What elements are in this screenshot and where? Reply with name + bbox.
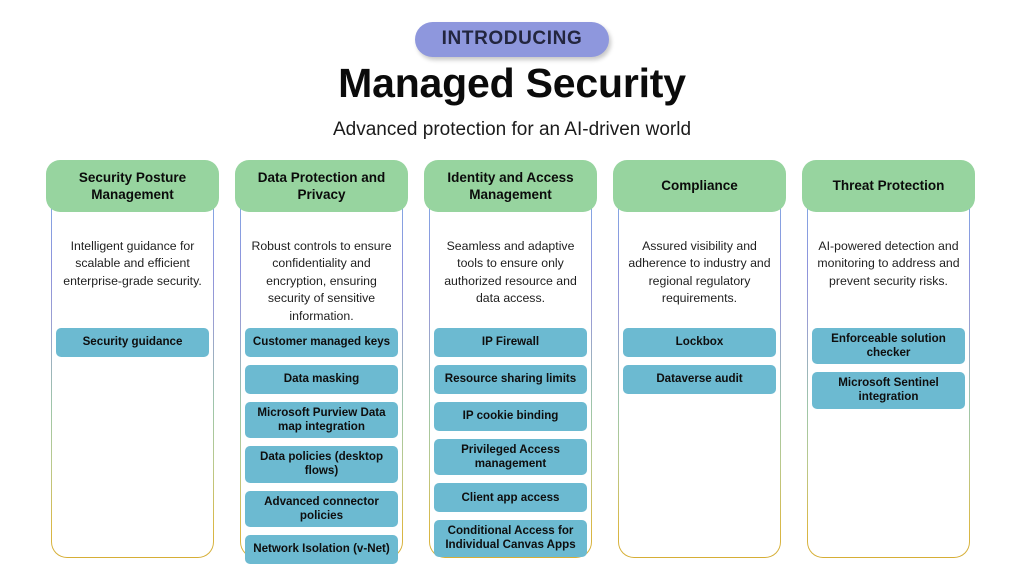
feature-pill[interactable]: Security guidance xyxy=(56,328,209,357)
category-column-threat-protection: Threat Protection AI-powered detection a… xyxy=(802,160,975,558)
card-frame xyxy=(618,164,781,558)
column-header-identity-and-access-management: Identity and Access Management xyxy=(424,160,597,212)
column-header-compliance: Compliance xyxy=(613,160,786,212)
slide-header: INTRODUCING Managed Security Advanced pr… xyxy=(0,0,1024,150)
feature-pill[interactable]: Enforceable solution checker xyxy=(812,328,965,365)
category-column-security-posture-management: Security Posture Management Intelligent … xyxy=(46,160,219,558)
feature-pill[interactable]: Data masking xyxy=(245,365,398,394)
category-columns: Security Posture Management Intelligent … xyxy=(0,160,1024,564)
card-frame xyxy=(51,164,214,558)
feature-pill[interactable]: IP Firewall xyxy=(434,328,587,357)
column-header-security-posture-management: Security Posture Management xyxy=(46,160,219,212)
column-header-data-protection-and-privacy: Data Protection and Privacy xyxy=(235,160,408,212)
column-description: Seamless and adaptive tools to ensure on… xyxy=(444,239,577,306)
column-description: Assured visibility and adherence to indu… xyxy=(628,239,771,306)
feature-pill[interactable]: Dataverse audit xyxy=(623,365,776,394)
feature-list: Enforceable solution checker Microsoft S… xyxy=(812,328,965,409)
feature-list: Lockbox Dataverse audit xyxy=(623,328,776,394)
feature-list: Security guidance xyxy=(56,328,209,357)
page-title: Managed Security xyxy=(338,60,686,106)
card-inner xyxy=(619,165,780,557)
introducing-badge: INTRODUCING xyxy=(414,22,610,57)
column-title: Compliance xyxy=(661,178,738,194)
feature-pill[interactable]: Lockbox xyxy=(623,328,776,357)
category-column-identity-and-access-management: Identity and Access Management Seamless … xyxy=(424,160,597,558)
column-header-threat-protection: Threat Protection xyxy=(802,160,975,212)
page-subtitle: Advanced protection for an AI-driven wor… xyxy=(332,119,692,140)
feature-pill[interactable]: Microsoft Purview Data map integration xyxy=(245,402,398,439)
column-title: Data Protection and Privacy xyxy=(257,169,386,202)
feature-pill[interactable]: Customer managed keys xyxy=(245,328,398,357)
category-column-data-protection-and-privacy: Data Protection and Privacy Robust contr… xyxy=(235,160,408,564)
feature-pill[interactable]: IP cookie binding xyxy=(434,402,587,431)
introducing-badge-container: INTRODUCING xyxy=(0,22,1024,57)
column-title: Threat Protection xyxy=(832,178,945,194)
feature-pill[interactable]: Microsoft Sentinel integration xyxy=(812,372,965,409)
column-description: AI-powered detection and monitoring to a… xyxy=(817,239,960,288)
feature-pill[interactable]: Client app access xyxy=(434,483,587,513)
feature-pill[interactable]: Resource sharing limits xyxy=(434,365,587,394)
column-title: Security Posture Management xyxy=(78,169,187,202)
card-inner xyxy=(52,165,213,557)
feature-pill[interactable]: Advanced connector policies xyxy=(245,490,398,527)
feature-pill[interactable]: Conditional Access for Individual Canvas… xyxy=(434,520,587,557)
column-title: Identity and Access Management xyxy=(447,169,574,202)
feature-list: Customer managed keys Data masking Micro… xyxy=(245,328,398,564)
column-description: Robust controls to ensure confidentialit… xyxy=(251,239,392,323)
feature-pill[interactable]: Network Isolation (v-Net) xyxy=(245,534,398,564)
feature-pill[interactable]: Privileged Access management xyxy=(434,439,587,476)
category-column-compliance: Compliance Assured visibility and adhere… xyxy=(613,160,786,558)
feature-list: IP Firewall Resource sharing limits IP c… xyxy=(434,328,587,557)
feature-pill[interactable]: Data policies (desktop flows) xyxy=(245,446,398,483)
column-description: Intelligent guidance for scalable and ef… xyxy=(63,239,202,288)
